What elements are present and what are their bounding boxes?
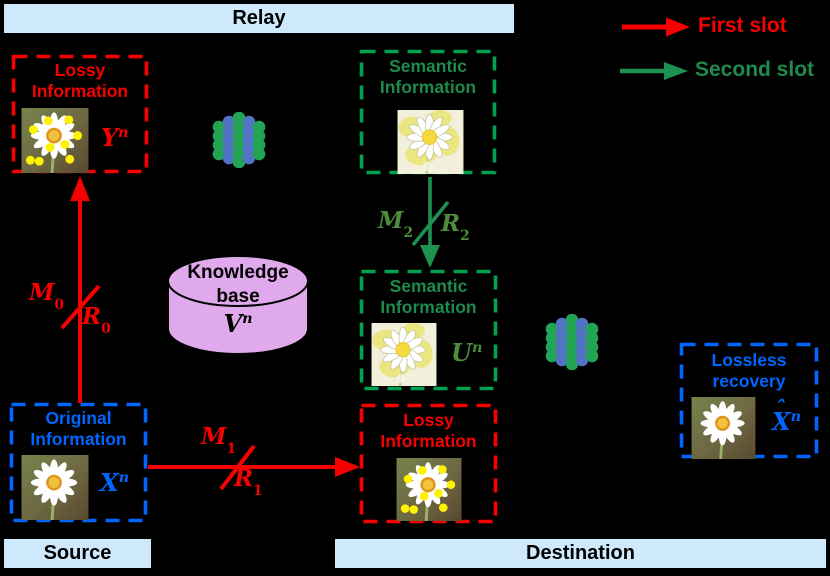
symbol-xn: Xn [100,468,130,497]
rate-label-r2: R2 [441,210,470,245]
source-original-title: Original Information [30,408,127,449]
rate-label-r0: R0 [82,303,111,338]
neural-network-icon-dest [545,314,599,370]
rate-label-m2: M2 [378,207,414,242]
rate-label-m0: M0 [29,279,65,314]
neural-network-icon-relay [212,112,266,168]
legend-second-slot-label: Second slot [695,58,815,81]
lossy-daisy-image-dest [395,458,463,521]
legend-first-slot-label: First slot [698,14,787,37]
dest-lossy-title: Lossy Information [380,410,477,451]
knowledge-base-line1: Knowledge [187,262,289,283]
rate-label-r1: R1 [234,465,263,500]
destination-label: Destination [526,542,635,564]
semantic-daisy-image-dest [370,323,438,386]
symbol-un: Un [451,338,483,367]
relay-bar: Relay [2,2,516,35]
lossy-daisy-image-relay [20,108,90,173]
source-label: Source [43,542,112,564]
relay-lossy-title: Lossy Information [31,60,129,101]
arrow-m0-r0 [60,176,101,403]
knowledge-base-line2: base [216,285,260,307]
semantic-daisy-image-relay [397,110,464,174]
symbol-yn: Yn [101,123,129,152]
original-daisy-image-lossless [690,397,757,459]
rate-label-m1: M1 [201,423,237,458]
relay-label: Relay [232,7,286,29]
legend-second-slot-arrow [620,62,688,80]
dest-lossless-title: Lossless recovery [711,350,787,391]
dest-semantic-title: Semantic Information [380,276,477,317]
symbol-vn: Vn [223,308,253,338]
legend-first-slot-arrow [622,17,690,37]
knowledge-base-text: Knowledge base Vn [165,261,311,339]
source-bar: Source [2,537,153,570]
original-daisy-image-source [20,455,90,520]
destination-bar: Destination [333,537,828,570]
relay-semantic-title: Semantic Information [379,56,477,97]
